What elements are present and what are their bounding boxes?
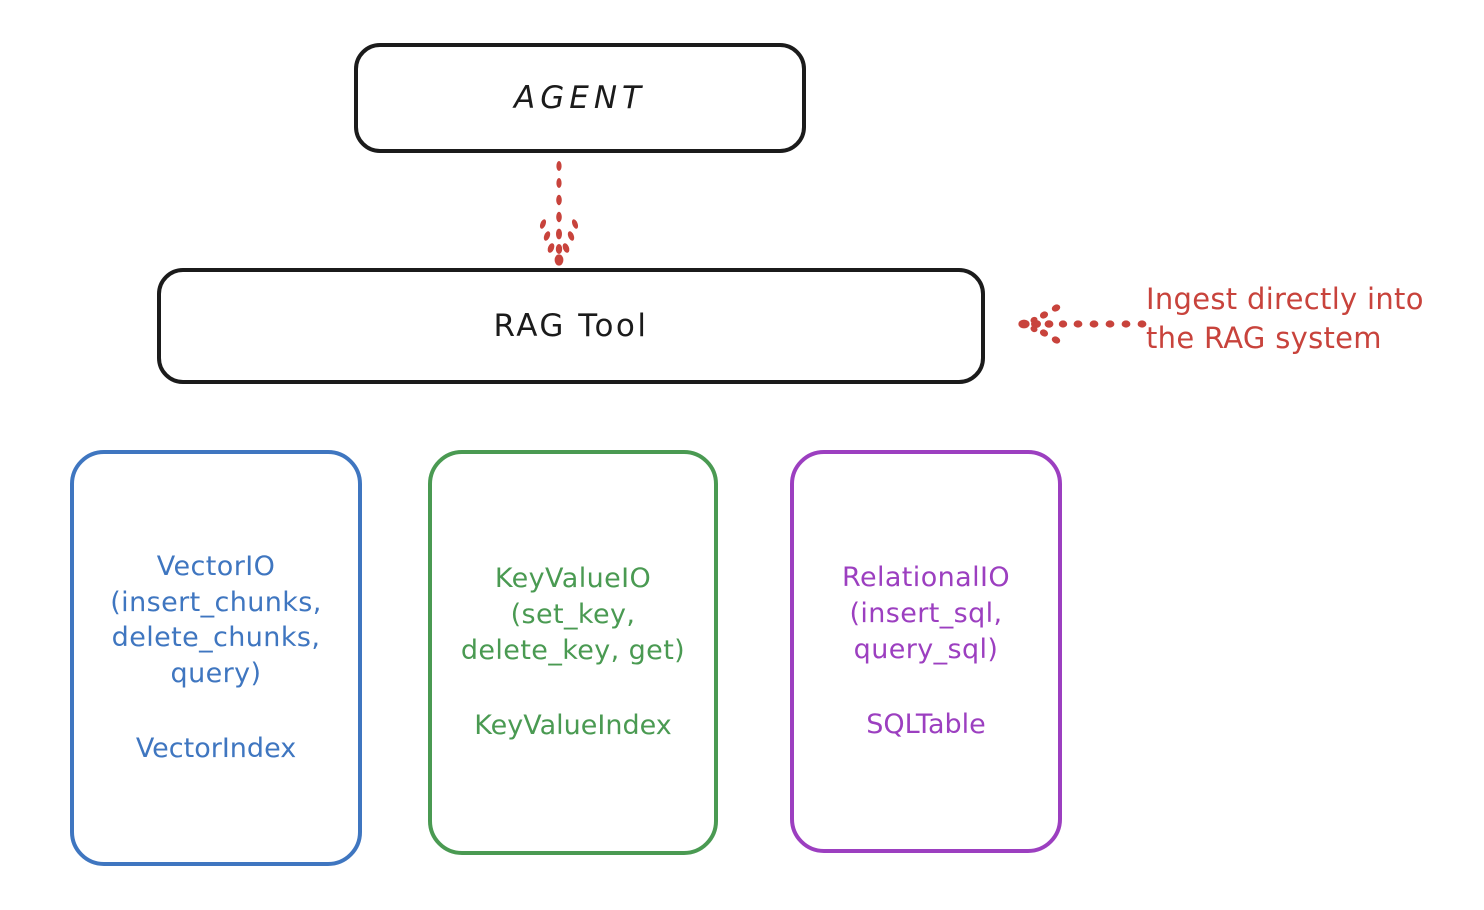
node-relational-io-label: RelationalIO (insert_sql, query_sql)	[842, 562, 1010, 665]
annotation-ingest-directly: Ingest directly into the RAG system	[1146, 282, 1424, 356]
node-vector-io-sublabel: VectorIndex	[135, 733, 297, 765]
arrow-ingest-to-rag-tool	[1018, 304, 1147, 344]
node-agent-label: AGENT	[514, 79, 646, 116]
node-rag-tool[interactable]: RAG Tool	[157, 268, 985, 384]
node-key-value-io[interactable]: KeyValueIO (set_key, delete_key, get) Ke…	[428, 450, 718, 855]
node-rag-tool-label: RAG Tool	[493, 307, 649, 344]
node-relational-io-sublabel: SQLTable	[866, 709, 986, 741]
node-key-value-io-label: KeyValueIO (set_key, delete_key, get)	[460, 563, 686, 666]
node-vector-io[interactable]: VectorIO (insert_chunks, delete_chunks, …	[70, 450, 362, 866]
node-key-value-io-sublabel: KeyValueIndex	[474, 710, 672, 742]
arrow-agent-to-rag-tool	[539, 161, 579, 266]
node-relational-io[interactable]: RelationalIO (insert_sql, query_sql) SQL…	[790, 450, 1062, 853]
node-agent[interactable]: AGENT	[354, 43, 806, 153]
node-vector-io-label: VectorIO (insert_chunks, delete_chunks, …	[110, 550, 322, 689]
